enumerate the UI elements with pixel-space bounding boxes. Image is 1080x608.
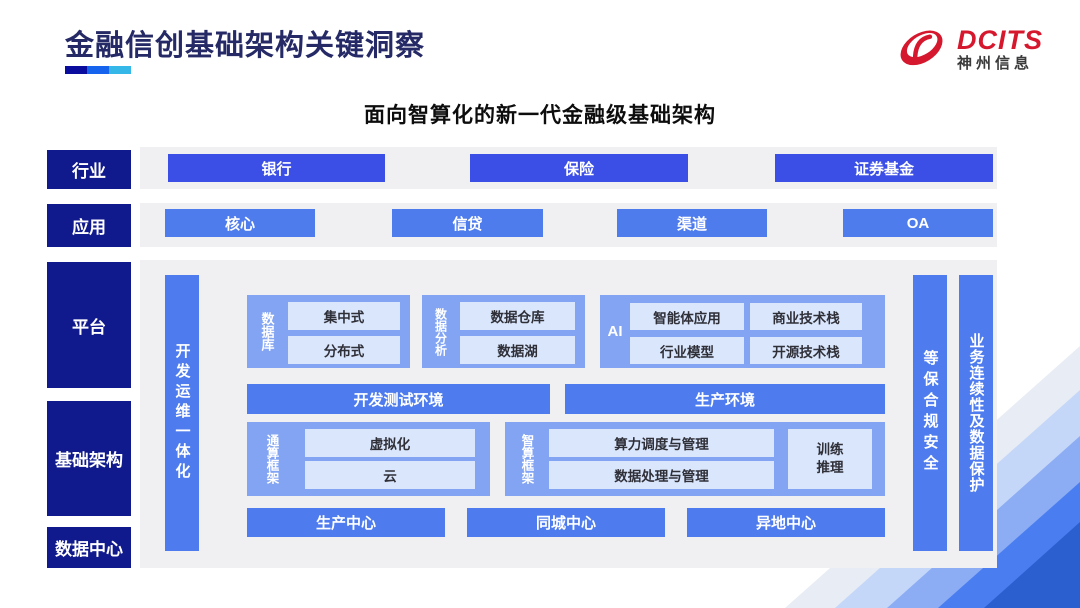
analytics-item-lake: 数据湖 [460, 336, 575, 364]
layer-label-datacenter: 数据中心 [47, 527, 131, 568]
center-production: 生产中心 [247, 508, 445, 537]
layer-label-infrastructure: 基础架构 [47, 401, 131, 516]
dev-test-env-bar: 开发测试环境 [247, 384, 550, 414]
center-same-city: 同城中心 [467, 508, 665, 537]
app-item-oa: OA [843, 209, 993, 237]
general-framework-group: 通算框架 虚拟化 云 [247, 422, 490, 496]
layer-label-industry: 行业 [47, 150, 131, 189]
framework-item-train-inference: 训练 推理 [788, 429, 872, 489]
ai-group-label: AI [607, 323, 623, 340]
analytics-group: 数据分析 数据仓库 数据湖 [422, 295, 585, 368]
database-item-distributed: 分布式 [288, 336, 400, 364]
analytics-group-label: 数据分析 [433, 307, 448, 356]
industry-item-securities: 证券基金 [775, 154, 993, 182]
layer-label-application: 应用 [47, 204, 131, 247]
page-title: 金融信创基础架构关键洞察 [65, 30, 426, 62]
ai-framework-label: 智算框架 [519, 434, 534, 484]
dcits-logo: DCITS 神州信息 [893, 16, 1058, 82]
app-item-credit: 信贷 [392, 209, 543, 237]
devops-vertical-bar: 开发运维一体化 [165, 275, 199, 551]
title-underline [65, 66, 131, 74]
dcits-swirl-icon [893, 19, 949, 80]
ai-item-agent-apps: 智能体应用 [630, 303, 744, 330]
ai-item-opensource-stack: 开源技术栈 [750, 337, 862, 364]
app-item-core: 核心 [165, 209, 315, 237]
framework-item-compute-scheduling: 算力调度与管理 [549, 429, 774, 457]
center-remote: 异地中心 [687, 508, 885, 537]
industry-item-insurance: 保险 [470, 154, 688, 182]
framework-item-data-processing: 数据处理与管理 [549, 461, 774, 489]
ai-group: AI 智能体应用 商业技术栈 行业模型 开源技术栈 [600, 295, 885, 368]
framework-item-virtualization: 虚拟化 [305, 429, 475, 457]
analytics-item-warehouse: 数据仓库 [460, 302, 575, 330]
business-continuity-bar: 业务连续性及数据保护 [959, 275, 993, 551]
ai-item-industry-models: 行业模型 [630, 337, 744, 364]
database-group-label: 数据库 [259, 312, 275, 351]
layer-label-platform: 平台 [47, 262, 131, 388]
database-group: 数据库 集中式 分布式 [247, 295, 410, 368]
general-framework-label: 通算框架 [264, 434, 279, 484]
ai-item-commercial-stack: 商业技术栈 [750, 303, 862, 330]
database-item-centralized: 集中式 [288, 302, 400, 330]
security-compliance-bar: 等保合规安全 [913, 275, 947, 551]
production-env-bar: 生产环境 [565, 384, 885, 414]
app-item-channel: 渠道 [617, 209, 767, 237]
industry-item-bank: 银行 [168, 154, 385, 182]
diagram-title: 面向智算化的新一代金融级基础架构 [364, 104, 716, 127]
ai-framework-group: 智算框架 算力调度与管理 数据处理与管理 训练 推理 [505, 422, 885, 496]
framework-item-cloud: 云 [305, 461, 475, 489]
logo-text: DCITS 神州信息 [957, 26, 1043, 72]
logo-company: 神州信息 [957, 55, 1034, 73]
logo-brand: DCITS [957, 24, 1043, 55]
